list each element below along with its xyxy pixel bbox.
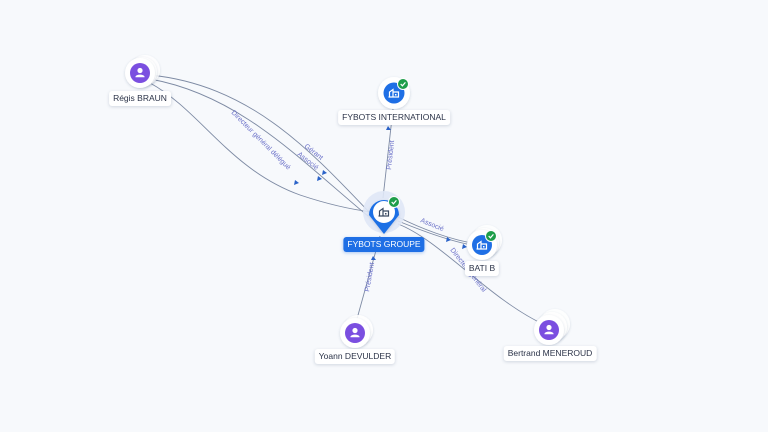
edge-regis-dg-delegue[interactable] [149,82,373,213]
node-label-fybots-international[interactable]: FYBOTS INTERNATIONAL [338,110,450,125]
user-icon [544,324,554,335]
arrow-icon [322,170,327,175]
node-regis-braun[interactable] [125,55,160,88]
edge-labels: Gérant Associé Directeur général délégué… [230,109,488,293]
node-label-bertrand-meneroud[interactable]: Bertrand MENEROUD [503,346,597,361]
edge-regis-associe[interactable] [149,78,369,217]
node-bati-b[interactable] [467,225,502,260]
building-icon [476,240,488,250]
arrow-icon [446,237,451,242]
arrow-icon [386,126,391,130]
check-badge-icon [485,230,497,242]
node-label-fybots-groupe[interactable]: FYBOTS GROUPE [343,237,425,252]
node-fybots-international[interactable] [378,77,410,109]
check-badge-icon [388,196,400,208]
arrow-icon [462,244,467,249]
user-icon [135,67,145,78]
building-icon [388,88,400,98]
arrow-icon [294,180,299,185]
building-icon [378,207,390,217]
edge-label-fybots-intl-president: Président [386,140,396,170]
arrow-icon [371,256,376,260]
node-yoann-devulder[interactable] [340,315,373,348]
edge-regis-gerant[interactable] [149,74,371,214]
node-label-bati-b[interactable]: BATI B [464,261,500,276]
edge-label-dg-delegue: Directeur général délégué [230,109,292,171]
check-badge-icon [397,78,409,90]
edge-label-yoann-president: Président [364,262,376,292]
node-label-yoann-devulder[interactable]: Yoann DEVULDER [314,349,396,364]
node-label-regis-braun[interactable]: Régis BRAUN [109,91,171,106]
node-bertrand-meneroud[interactable] [534,309,570,345]
user-icon [350,327,360,338]
arrowheads [294,126,467,260]
arrow-icon [317,176,322,181]
node-fybots-groupe[interactable] [363,191,405,234]
